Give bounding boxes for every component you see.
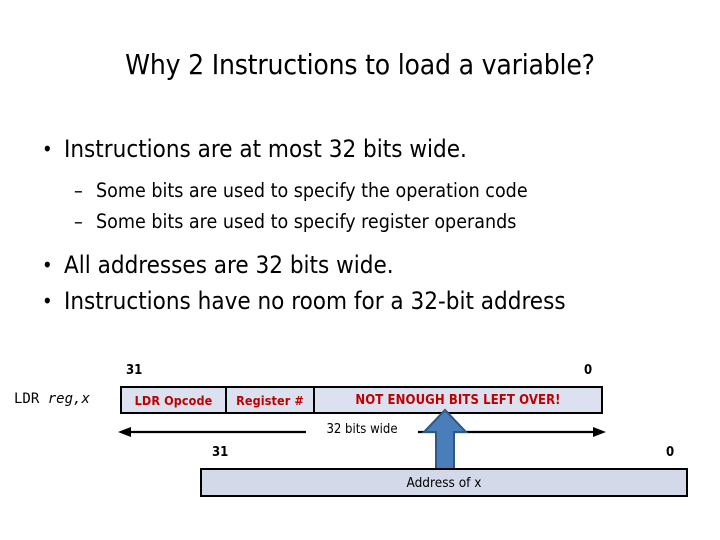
list-item: • Instructions are at most 32 bits wide. xyxy=(34,131,694,167)
list-item-label: Some bits are used to specify register o… xyxy=(96,210,517,233)
list-item-label: Instructions have no room for a 32-bit a… xyxy=(64,287,566,315)
instruction-lsb-label: 0 xyxy=(584,363,593,378)
instruction-word-box: LDR Opcode Register # NOT ENOUGH BITS LE… xyxy=(120,386,603,414)
bullet-list: • Instructions are at most 32 bits wide.… xyxy=(34,131,694,319)
list-item: – Some bits are used to specify register… xyxy=(34,206,694,237)
mnemonic-op: LDR xyxy=(14,391,40,407)
list-item-label: All addresses are 32 bits wide. xyxy=(64,251,394,279)
field-register-number: Register # xyxy=(227,388,315,412)
field-ldr-opcode: LDR Opcode xyxy=(122,388,227,412)
width-measure-arrow: 32 bits wide xyxy=(118,421,606,441)
address-word-box: Address of x xyxy=(200,468,688,497)
list-item: • All addresses are 32 bits wide. xyxy=(34,247,694,283)
dash-marker-icon: – xyxy=(74,210,83,233)
width-measure-label: 32 bits wide xyxy=(306,421,418,439)
dash-marker-icon: – xyxy=(74,179,83,202)
address-msb-label: 31 xyxy=(212,445,229,460)
bullet-marker-icon: • xyxy=(42,253,53,277)
instruction-msb-label: 31 xyxy=(126,363,143,378)
address-lsb-label: 0 xyxy=(666,445,675,460)
bullet-marker-icon: • xyxy=(42,137,53,161)
mnemonic-args: reg,x xyxy=(47,391,90,407)
page-title: Why 2 Instructions to load a variable? xyxy=(125,48,595,81)
up-arrow-icon xyxy=(421,408,469,474)
list-item-label: Some bits are used to specify the operat… xyxy=(96,179,528,202)
list-item: • Instructions have no room for a 32-bit… xyxy=(34,283,694,319)
field-not-enough-bits: NOT ENOUGH BITS LEFT OVER! xyxy=(355,392,561,408)
list-item: – Some bits are used to specify the oper… xyxy=(34,175,694,206)
address-word-label: Address of x xyxy=(406,474,482,491)
bullet-marker-icon: • xyxy=(42,289,53,313)
instruction-mnemonic-caption: LDR reg,x xyxy=(14,390,90,408)
list-item-label: Instructions are at most 32 bits wide. xyxy=(64,135,467,163)
